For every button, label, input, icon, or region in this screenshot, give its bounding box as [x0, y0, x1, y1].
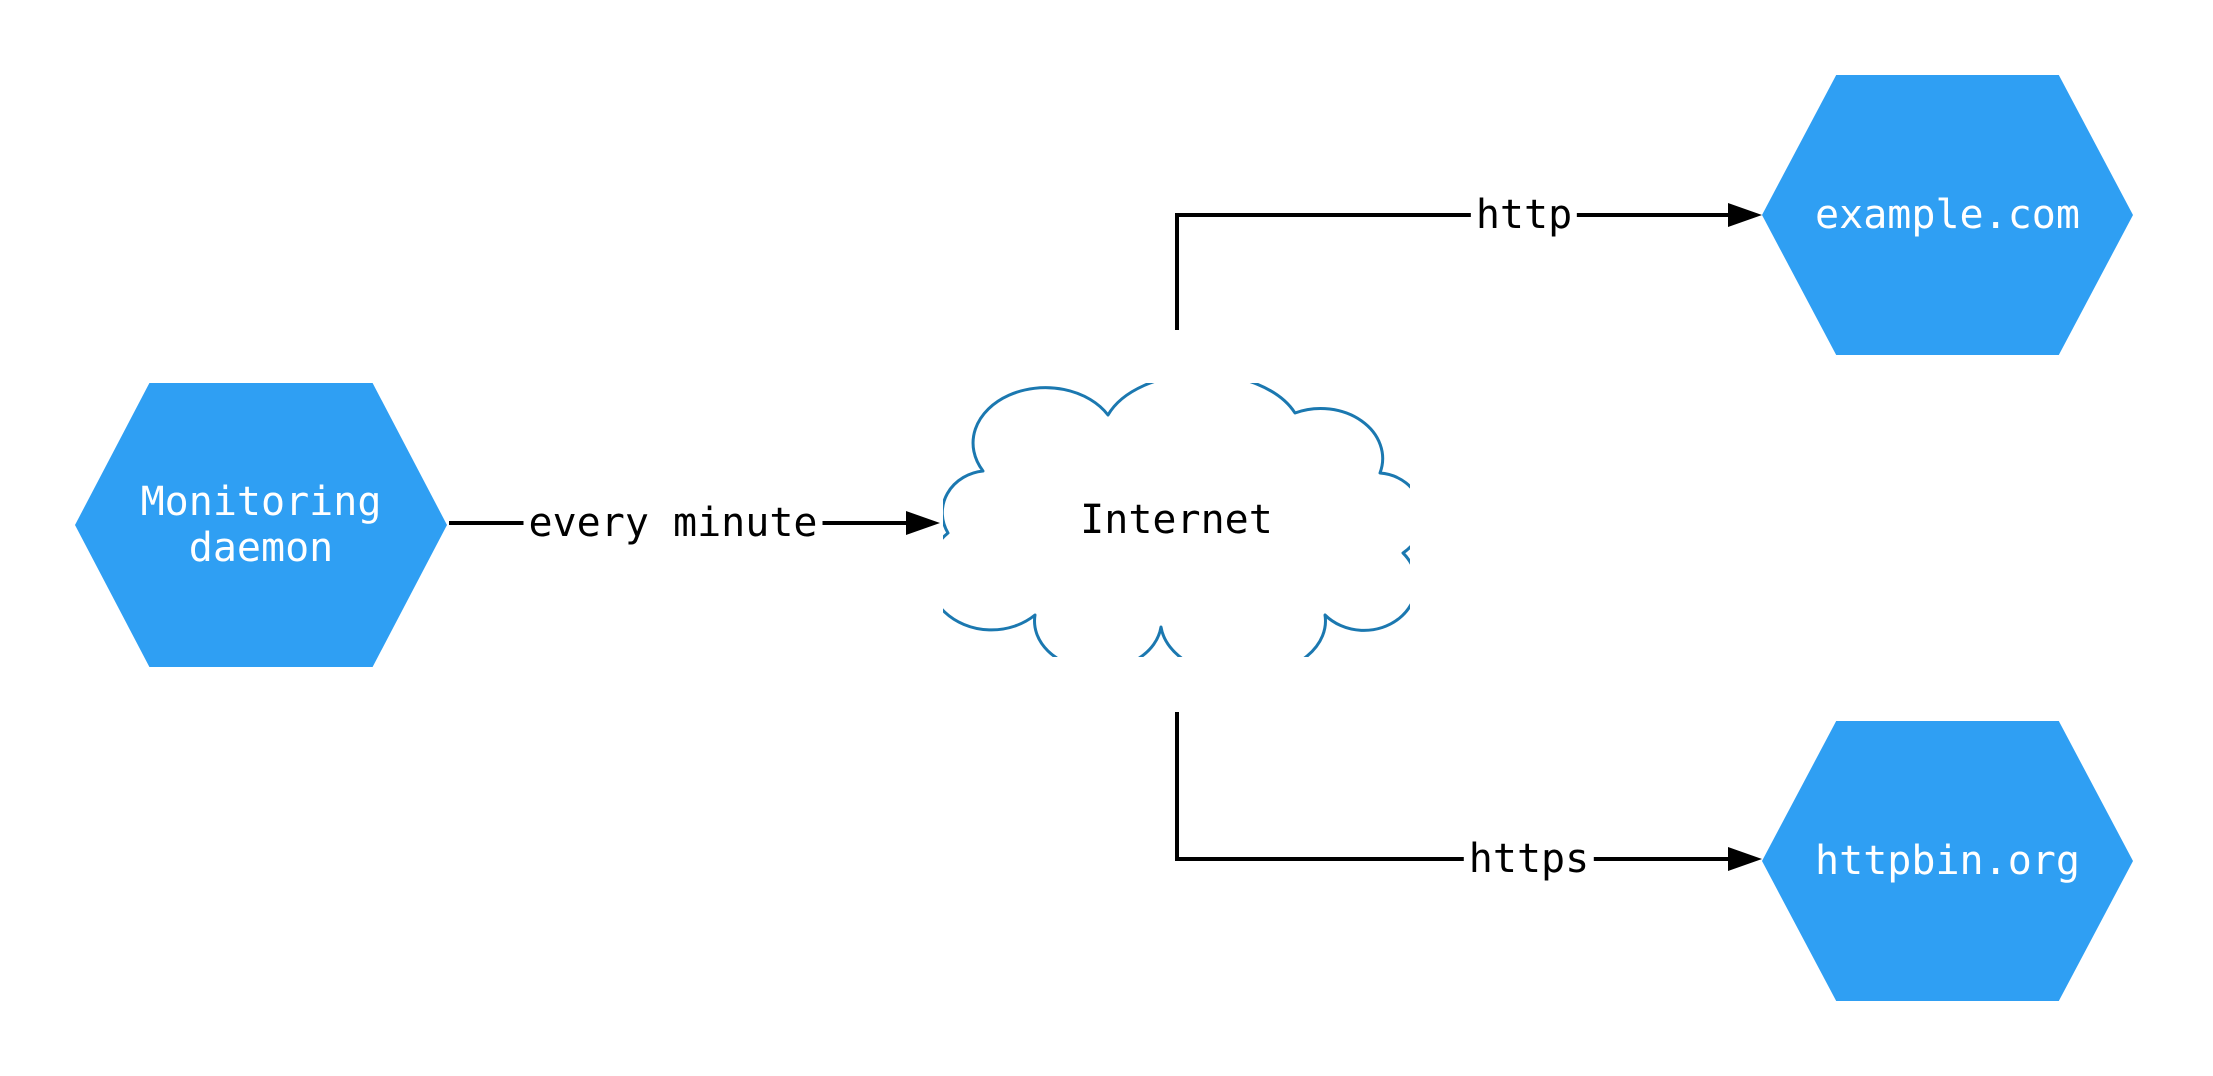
node-internet-label: Internet: [1080, 497, 1273, 543]
node-httpbin-org: httpbin.org: [1762, 721, 2133, 1001]
edge-label-https: https: [1463, 837, 1595, 881]
edge-internet-example-arrowhead-icon: [1728, 203, 1762, 227]
node-example-com-label: example.com: [1815, 192, 2080, 238]
edge-internet-httpbin-line-vertical: [1175, 712, 1179, 861]
edge-label-http: http: [1470, 193, 1578, 237]
node-monitoring-daemon-label-line2: daemon: [188, 525, 334, 571]
edge-label-every-minute: every minute: [523, 501, 823, 545]
edge-internet-example-line-vertical: [1175, 213, 1179, 330]
cloud-icon: [943, 383, 1410, 657]
cloud-outline: [943, 383, 1410, 657]
node-internet-cloud: Internet: [943, 383, 1410, 657]
node-httpbin-org-label: httpbin.org: [1815, 838, 2080, 884]
node-example-com: example.com: [1762, 75, 2133, 355]
edge-internet-httpbin-line-horizontal: [1175, 857, 1728, 861]
edge-internet-httpbin-arrowhead-icon: [1728, 847, 1762, 871]
edge-monitoring-internet-arrowhead-icon: [906, 511, 940, 535]
node-monitoring-daemon-label-line1: Monitoring: [140, 479, 382, 525]
edge-internet-example-line-horizontal: [1175, 213, 1728, 217]
